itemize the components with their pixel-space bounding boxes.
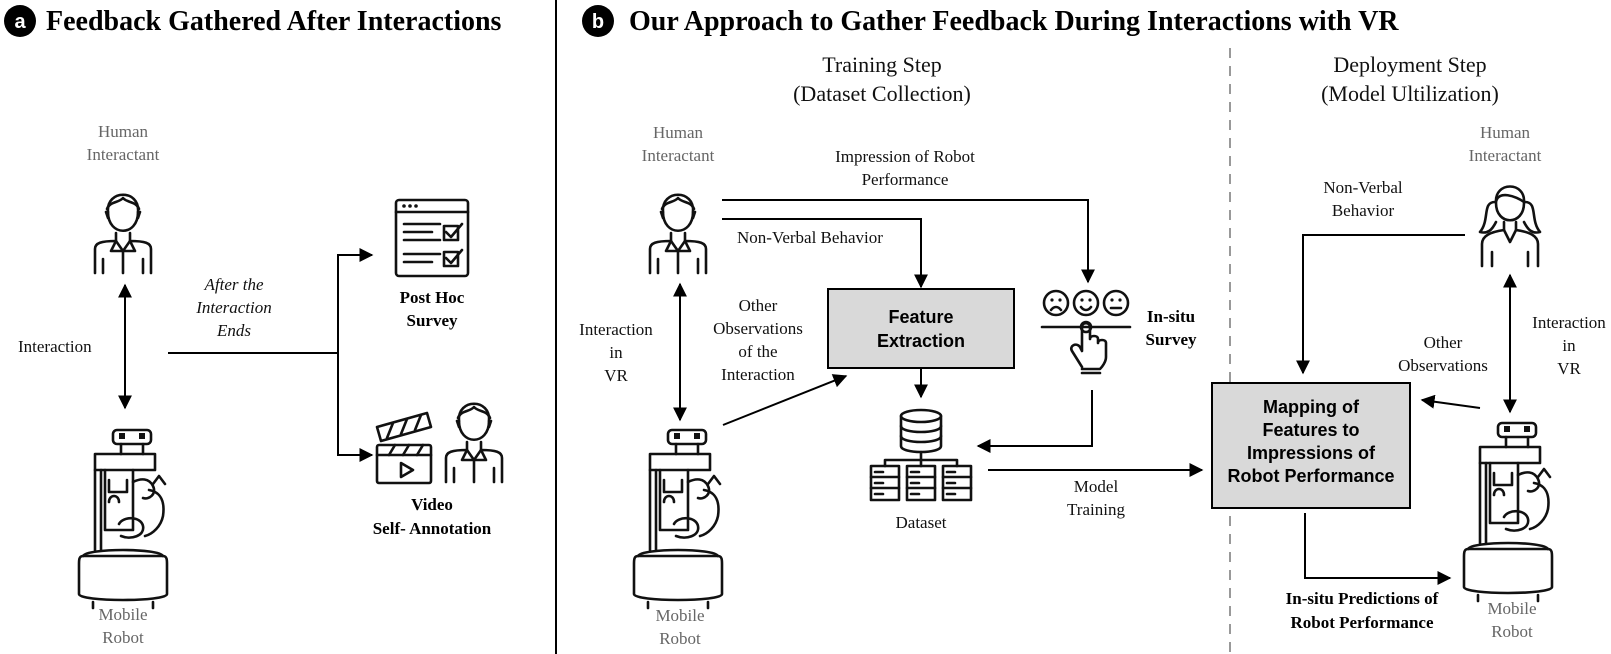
annotator-person-icon bbox=[444, 402, 504, 484]
b-human-label-2: Interactant bbox=[642, 146, 715, 165]
a-branch-to-video bbox=[337, 353, 374, 462]
b-robot-label-1: Mobile bbox=[655, 606, 704, 625]
feature-extraction-box bbox=[827, 288, 1015, 369]
d-other-obs-label-1: Other bbox=[1424, 333, 1463, 352]
other-obs-label-2: Observations bbox=[713, 319, 803, 338]
d-other-obs-arrow bbox=[1420, 394, 1481, 409]
model-training-label-2: Training bbox=[1067, 500, 1125, 519]
dataset-label: Dataset bbox=[896, 513, 947, 532]
a-branch-to-survey bbox=[337, 248, 374, 353]
d-interaction-label-3: VR bbox=[1557, 359, 1581, 378]
predictions-label-2: Robot Performance bbox=[1290, 613, 1433, 632]
a-video-label-2: Self- Annotation bbox=[373, 519, 492, 538]
b-robot-label-2: Robot bbox=[659, 629, 701, 648]
d-interaction-label-2: in bbox=[1562, 336, 1576, 355]
clapperboard-icon bbox=[375, 411, 433, 485]
d-other-obs-label-2: Observations bbox=[1398, 356, 1488, 375]
panel-a-title: Feedback Gathered After Interactions bbox=[46, 6, 502, 37]
d-nonverbal-arrow bbox=[1296, 234, 1465, 375]
deployment-head-2: (Model Ultilization) bbox=[1321, 81, 1499, 106]
badge-a-letter: a bbox=[14, 11, 26, 33]
training-head-2: (Dataset Collection) bbox=[793, 81, 971, 106]
survey-to-dataset-arrow bbox=[976, 390, 1093, 453]
other-obs-label-3: of the bbox=[738, 342, 777, 361]
a-interaction-label: Interaction bbox=[18, 337, 92, 356]
other-obs-label-4: Interaction bbox=[721, 365, 795, 384]
a-after-label-1: After the bbox=[203, 275, 263, 294]
d-human-label-1: Human bbox=[1480, 123, 1531, 142]
d-human-label-2: Interactant bbox=[1469, 146, 1542, 165]
d-robot-label-2: Robot bbox=[1491, 622, 1533, 641]
a-survey-label-1: Post Hoc bbox=[400, 288, 465, 307]
panel-b-title: Our Approach to Gather Feedback During I… bbox=[629, 6, 1399, 37]
predictions-arrow bbox=[1304, 513, 1452, 585]
database-icon bbox=[869, 408, 973, 502]
other-obs-arrow bbox=[722, 374, 848, 426]
d-robot-label-1: Mobile bbox=[1487, 599, 1536, 618]
insitu-survey-label-2: Survey bbox=[1146, 330, 1198, 349]
b-interaction-label-2: in bbox=[609, 343, 623, 362]
robot-icon bbox=[77, 428, 169, 610]
d-nonverbal-label-1: Non-Verbal bbox=[1323, 178, 1403, 197]
b-human-label-1: Human bbox=[653, 123, 704, 142]
a-human-label-1: Human bbox=[98, 122, 149, 141]
training-head-1: Training Step bbox=[822, 52, 942, 77]
b-robot-icon bbox=[632, 428, 724, 610]
a-robot-label-2: Robot bbox=[102, 628, 144, 647]
b-interaction-label-3: VR bbox=[604, 366, 628, 385]
a-robot-label-1: Mobile bbox=[98, 605, 147, 624]
b-person-icon bbox=[648, 193, 708, 275]
mapping-box-line-1: Mapping of bbox=[1263, 397, 1360, 417]
nonverbal-arrow bbox=[722, 218, 928, 289]
panel-b: b Our Approach to Gather Feedback During… bbox=[579, 5, 1606, 654]
nonverbal-label: Non-Verbal Behavior bbox=[737, 228, 883, 247]
person-icon bbox=[93, 193, 153, 275]
badge-a bbox=[4, 5, 36, 37]
panel-a: a Feedback Gathered After Interactions H… bbox=[4, 5, 504, 647]
badge-b bbox=[582, 5, 614, 37]
mapping-box-line-2: Features to bbox=[1262, 420, 1359, 440]
a-survey-label-2: Survey bbox=[407, 311, 459, 330]
a-after-label-2: Interaction bbox=[195, 298, 272, 317]
a-video-label-1: Video bbox=[411, 495, 453, 514]
predictions-label-1: In-situ Predictions of bbox=[1286, 589, 1439, 608]
mapping-box-line-4: Robot Performance bbox=[1227, 466, 1394, 486]
badge-b-letter: b bbox=[592, 11, 604, 33]
survey-form-icon bbox=[394, 198, 470, 278]
b-interaction-label-1: Interaction bbox=[579, 320, 653, 339]
d-interaction-label-1: Interaction bbox=[1532, 313, 1606, 332]
other-obs-label-1: Other bbox=[739, 296, 778, 315]
insitu-survey-label-1: In-situ bbox=[1147, 307, 1195, 326]
impression-label-1: Impression of Robot bbox=[835, 147, 975, 166]
model-training-label-1: Model bbox=[1074, 477, 1119, 496]
d-robot-icon bbox=[1462, 421, 1554, 603]
impression-arrow bbox=[722, 199, 1095, 284]
mapping-box bbox=[1211, 382, 1411, 509]
woman-icon bbox=[1478, 185, 1542, 268]
d-nonverbal-label-2: Behavior bbox=[1332, 201, 1395, 220]
impression-label-2: Performance bbox=[862, 170, 949, 189]
feature-box-line-2: Extraction bbox=[877, 331, 965, 351]
a-human-label-2: Interactant bbox=[87, 145, 160, 164]
emoji-rating-icon bbox=[1040, 289, 1132, 375]
mapping-box-line-3: Impressions of bbox=[1247, 443, 1376, 463]
feature-box-line-1: Feature bbox=[888, 307, 953, 327]
deployment-head-1: Deployment Step bbox=[1333, 52, 1486, 77]
a-after-label-3: Ends bbox=[216, 321, 251, 340]
